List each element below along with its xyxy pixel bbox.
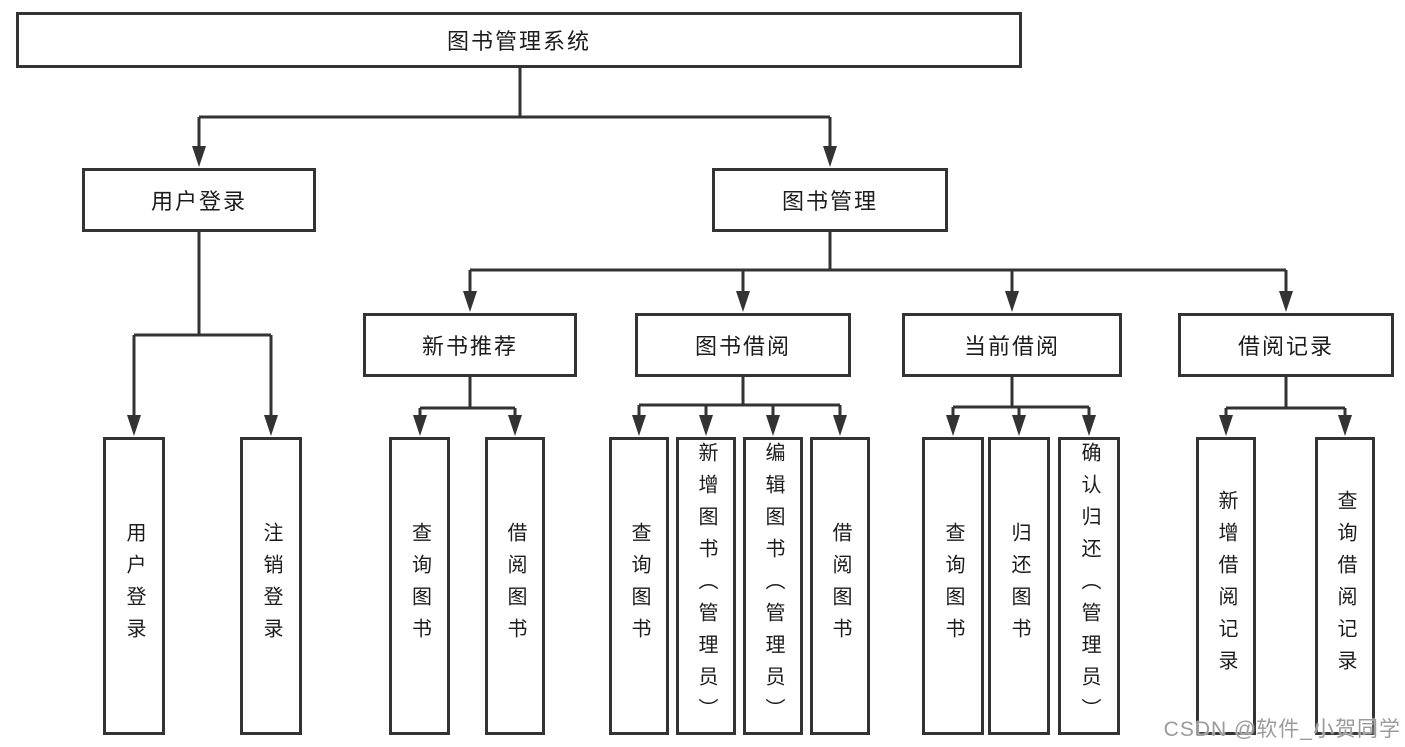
node-borrow-records-label: 借阅记录 [1237, 334, 1334, 359]
node-root-label: 图书管理系统 [446, 29, 591, 54]
csdn-watermark: CSDN @软件_小贺同学 [1163, 718, 1401, 741]
node-book-management-label: 图书管理 [781, 189, 878, 214]
leaf-current-query: 查询图书 [922, 437, 984, 735]
node-user-login-module: 用户登录 [82, 168, 316, 232]
node-book-borrow-label: 图书借阅 [694, 334, 791, 359]
node-current-borrow: 当前借阅 [902, 313, 1122, 377]
node-user-login-label: 用户登录 [150, 189, 247, 214]
node-new-book-recommend-label: 新书推荐 [421, 334, 518, 359]
leaf-confirm-return-admin: 确认归还（管理员） [1058, 437, 1120, 735]
node-book-management: 图书管理 [712, 168, 948, 232]
node-root: 图书管理系统 [16, 12, 1022, 68]
node-new-book-recommend: 新书推荐 [363, 313, 577, 377]
leaf-newbooks-borrow: 借阅图书 [485, 437, 545, 735]
leaf-query-borrow-record: 查询借阅记录 [1315, 437, 1375, 735]
leaf-borrow-edit-admin: 编辑图书（管理员） [743, 437, 803, 735]
leaf-borrow-book: 借阅图书 [810, 437, 870, 735]
leaf-newbooks-query: 查询图书 [389, 437, 450, 735]
arrowheads [127, 146, 1352, 436]
leaf-return-book: 归还图书 [988, 437, 1050, 735]
node-current-borrow-label: 当前借阅 [963, 334, 1060, 359]
leaf-add-borrow-record: 新增借阅记录 [1196, 437, 1256, 735]
leaf-borrow-add-admin: 新增图书（管理员） [676, 437, 736, 735]
node-book-borrow: 图书借阅 [635, 313, 851, 377]
leaf-borrow-query: 查询图书 [609, 437, 669, 735]
leaf-user-login: 用户登录 [103, 437, 165, 735]
leaf-logout: 注销登录 [240, 437, 302, 735]
node-borrow-records: 借阅记录 [1178, 313, 1394, 377]
